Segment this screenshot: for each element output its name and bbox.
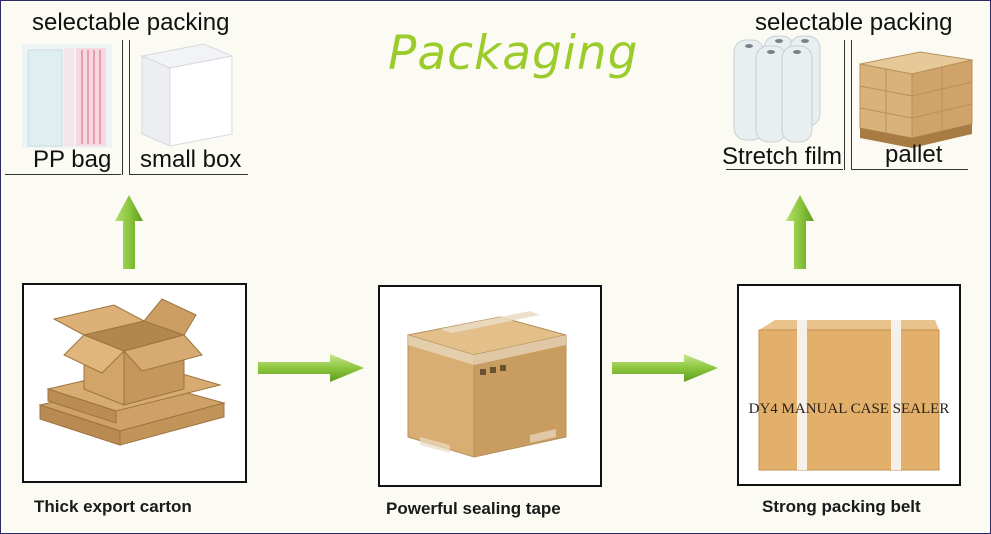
right-divider-1 [844, 40, 845, 170]
step-belt-caption: Strong packing belt [762, 497, 921, 516]
page-title: Packaging [388, 26, 639, 81]
right-arrow-1-icon [258, 354, 364, 382]
stretch-film-image [733, 35, 821, 143]
right-selectable-header: selectable packing [755, 9, 953, 36]
right-divider-2 [851, 40, 852, 170]
left-underline-1 [5, 174, 121, 175]
carton-image [38, 298, 226, 446]
sealed-box-image [407, 311, 567, 458]
up-arrow-right-icon [786, 195, 814, 269]
step-tape-frame [378, 285, 602, 487]
step-tape-caption: Powerful sealing tape [386, 499, 561, 518]
pp-bag-image [22, 44, 112, 148]
left-divider-1 [122, 40, 123, 175]
left-divider-2 [129, 40, 130, 175]
small-box-label: small box [140, 146, 242, 173]
step-belt-frame: DY4 MANUAL CASE SEALER [737, 284, 961, 486]
right-underline-2 [852, 169, 968, 170]
stretch-film-label: Stretch film [722, 143, 843, 170]
pp-bag-label: PP bag [33, 146, 112, 173]
up-arrow-left-icon [115, 195, 143, 269]
step-carton-frame [22, 283, 247, 483]
right-underline-1 [726, 169, 843, 170]
pallet-label: pallet [885, 141, 943, 168]
small-box-image [140, 43, 234, 147]
belted-box-image: DY4 MANUAL CASE SEALER [749, 320, 950, 471]
box-print-text: DY4 MANUAL CASE SEALER [749, 401, 950, 417]
pallet-image [859, 51, 973, 148]
left-selectable-header: selectable packing [32, 9, 230, 36]
right-arrow-2-icon [612, 354, 718, 382]
left-underline-2 [130, 174, 248, 175]
step-carton-caption: Thick export carton [34, 497, 192, 516]
